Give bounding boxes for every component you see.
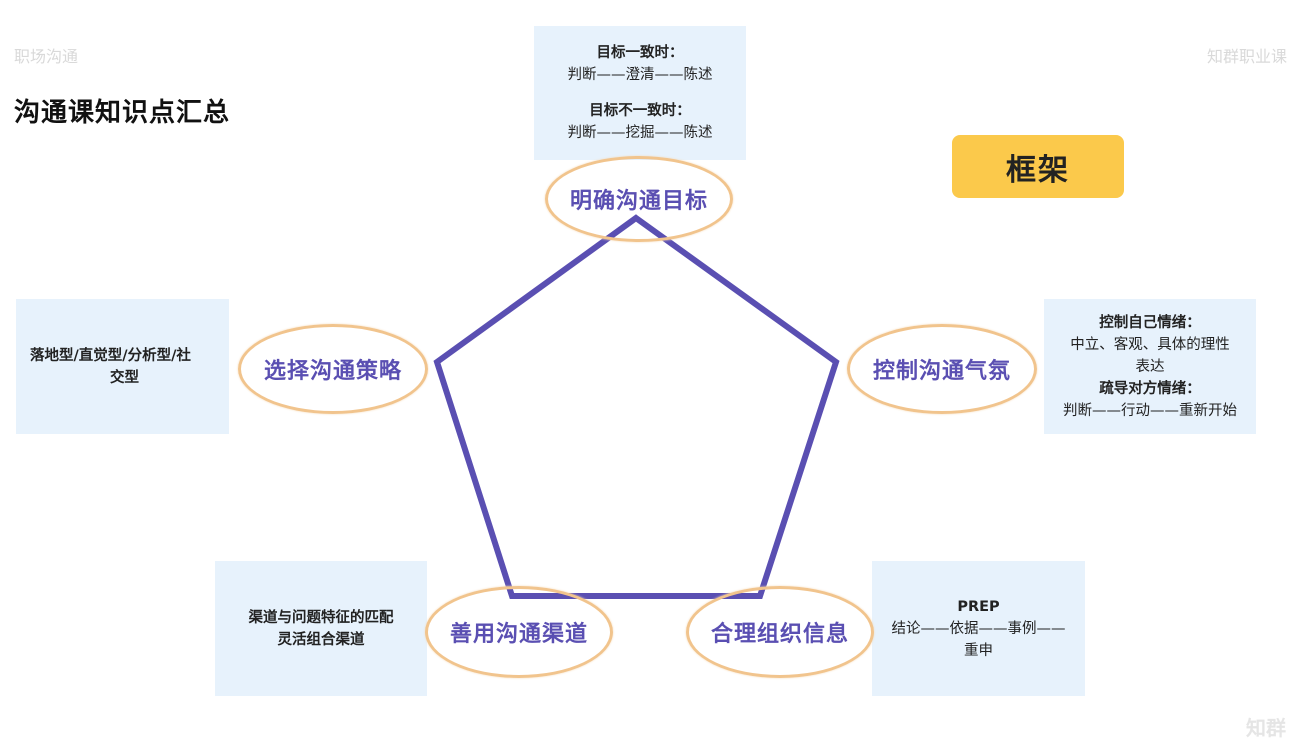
strategy-panel-text-cont: 交型: [110, 369, 139, 386]
node-channel: 善用沟通渠道: [425, 586, 613, 678]
organize-panel-heading: PREP: [957, 598, 1000, 615]
emotion-panel-heading-2: 疏导对方情绪：: [1099, 380, 1201, 397]
node-emotion: 控制沟通气氛: [847, 324, 1037, 414]
pentagon-shape: [433, 214, 840, 599]
channel-panel: 渠道与问题特征的匹配 灵活组合渠道: [215, 561, 427, 696]
channel-panel-line-1: 渠道与问题特征的匹配: [248, 609, 394, 626]
goal-panel: 目标一致时： 判断——澄清——陈述 目标不一致时： 判断——挖掘——陈述: [534, 26, 746, 160]
header-right-label: 知群职业课: [1207, 47, 1288, 66]
watermark-logo: 知群: [1246, 716, 1286, 740]
emotion-panel: 控制自己情绪： 中立、客观、具体的理性 表达 疏导对方情绪： 判断——行动——重…: [1044, 299, 1256, 434]
emotion-panel-line-2: 判断——行动——重新开始: [1063, 402, 1237, 419]
header-left-label: 职场沟通: [14, 47, 79, 66]
strategy-panel: 落地型/直觉型/分析型/社 交型: [16, 299, 229, 434]
node-strategy: 选择沟通策略: [238, 324, 428, 414]
channel-panel-line-2: 灵活组合渠道: [277, 631, 365, 648]
node-organize: 合理组织信息: [686, 586, 874, 678]
emotion-panel-line-1b: 表达: [1135, 358, 1165, 375]
framework-badge: 框架: [952, 135, 1124, 198]
emotion-panel-line-1: 中立、客观、具体的理性: [1070, 336, 1230, 353]
goal-panel-heading-2: 目标不一致时：: [589, 103, 691, 119]
organize-panel-line-1b: 重申: [964, 642, 993, 659]
goal-panel-line-1: 判断——澄清——陈述: [567, 67, 713, 83]
emotion-panel-heading-1: 控制自己情绪：: [1099, 314, 1201, 331]
organize-panel-line-1: 结论——依据——事例——: [891, 620, 1066, 637]
organize-panel: PREP 结论——依据——事例—— 重申: [872, 561, 1085, 696]
node-goal: 明确沟通目标: [545, 156, 733, 242]
goal-panel-line-2: 判断——挖掘——陈述: [567, 125, 713, 141]
strategy-panel-text: 落地型/直觉型/分析型/社: [30, 347, 191, 364]
goal-panel-heading-1: 目标一致时：: [596, 45, 684, 61]
page-title: 沟通课知识点汇总: [14, 98, 231, 128]
